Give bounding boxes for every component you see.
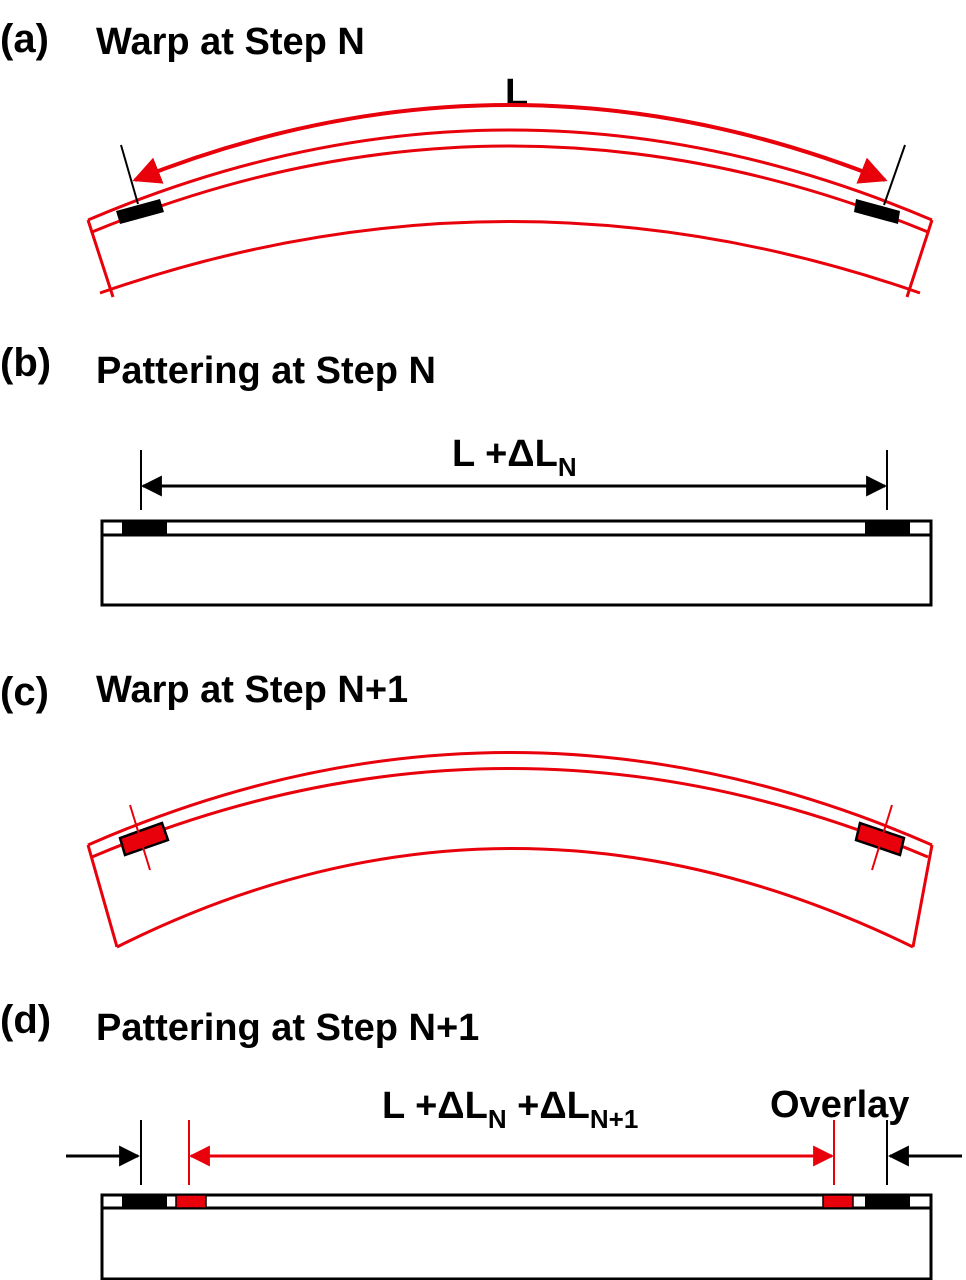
panel-b-mark-left	[122, 521, 167, 535]
panel-a-tick-right	[883, 144, 906, 206]
panel-d-letter: (d)	[0, 998, 51, 1042]
panel-d-dimension-label: L +ΔLN +ΔLN+1	[382, 1085, 638, 1134]
panel-c-tick-left	[129, 804, 151, 871]
panel-b-flat-wafer	[100, 519, 933, 607]
panel-d-mark-old-right	[865, 1195, 910, 1208]
panel-c-mark-right	[854, 821, 906, 857]
panel-a-title: Warp at Step N	[96, 21, 365, 63]
panel-c-tick-right	[871, 804, 893, 871]
panel-a-mark-left	[116, 199, 164, 224]
panel-d: (d) Pattering at Step N+1 L +ΔLN +ΔLN+1 …	[0, 998, 962, 1280]
panel-d-mark-new-right	[822, 1194, 854, 1209]
panel-b-dimension-label: L +ΔLN	[452, 433, 577, 482]
panel-d-overlay-label: Overlay	[770, 1084, 909, 1126]
panel-d-title: Pattering at Step N+1	[96, 1007, 479, 1049]
panel-a-tick-left	[120, 144, 139, 205]
panel-c: (c) Warp at Step N+1	[0, 669, 934, 949]
panel-b-title: Pattering at Step N	[96, 350, 436, 392]
panel-a: (a) Warp at Step N L	[0, 17, 934, 298]
panel-d-mark-new-left	[175, 1194, 207, 1209]
panel-b-letter: (b)	[0, 341, 51, 385]
panel-d-flat-wafer	[100, 1193, 933, 1280]
panel-c-title: Warp at Step N+1	[96, 669, 408, 711]
panel-c-letter: (c)	[0, 670, 49, 714]
panel-c-mark-left	[118, 821, 170, 857]
panel-c-warped-wafer	[86, 751, 934, 949]
panel-a-mark-right	[854, 199, 900, 224]
panel-a-letter: (a)	[0, 17, 49, 61]
panel-b: (b) Pattering at Step N L +ΔLN	[0, 341, 933, 607]
panel-d-mark-old-left	[122, 1195, 167, 1208]
panel-a-dimension-label: L	[505, 72, 528, 114]
panel-b-mark-right	[865, 521, 910, 535]
panel-a-warped-wafer	[86, 128, 934, 298]
panel-a-length-arrow	[132, 103, 888, 184]
